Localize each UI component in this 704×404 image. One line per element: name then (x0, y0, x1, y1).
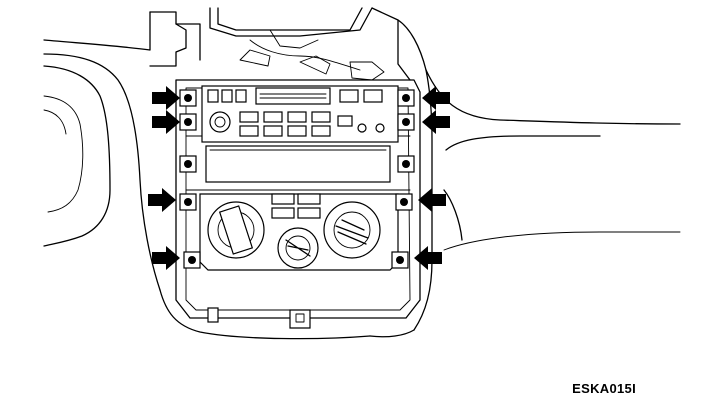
bottom-clips (207, 307, 311, 329)
storage-pocket (205, 145, 391, 183)
radio-small-knob (375, 123, 385, 133)
hvac-button (297, 193, 321, 205)
mounting-screws (179, 89, 415, 269)
radio-button (363, 89, 383, 103)
pointer-arrow-icon (418, 188, 446, 212)
radio-button (287, 111, 307, 123)
radio-preset-button (235, 89, 247, 103)
dashboard-panel-top (149, 7, 427, 81)
screw-icon (179, 89, 197, 107)
hvac-button (271, 207, 295, 219)
hvac-knob-icon (207, 201, 265, 259)
radio-preset-button (221, 89, 233, 103)
radio-button (239, 125, 259, 137)
radio-button (311, 125, 331, 137)
radio-preset-button (207, 89, 219, 103)
screw-icon (397, 89, 415, 107)
clip (289, 309, 311, 329)
radio-button (287, 125, 307, 137)
screw-icon (179, 155, 197, 173)
radio-button (263, 125, 283, 137)
pointer-arrow-icon (148, 188, 176, 212)
dashboard-panel-right (369, 69, 681, 338)
radio-display (255, 87, 331, 105)
hvac-knob-icon (323, 201, 381, 259)
pointer-arrow-icon (152, 246, 180, 270)
radio-button (263, 111, 283, 123)
hvac-control-panel (199, 193, 399, 271)
screw-icon (395, 193, 413, 211)
radio-button (239, 111, 259, 123)
clip (207, 307, 219, 323)
screw-icon (179, 113, 197, 131)
hvac-button (297, 207, 321, 219)
pointer-arrows-left (148, 86, 180, 270)
screw-icon (183, 251, 201, 269)
radio-button (311, 111, 331, 123)
screw-icon (179, 193, 197, 211)
hvac-knob-icon (277, 227, 319, 269)
pointer-arrow-icon (152, 110, 180, 134)
radio-head-unit (201, 85, 399, 143)
figure-code: ESKA015I (572, 381, 636, 396)
screw-icon (397, 155, 415, 173)
volume-knob-icon (209, 111, 231, 133)
radio-button (337, 115, 353, 127)
pointer-arrow-icon (422, 86, 450, 110)
screw-icon (391, 251, 409, 269)
pointer-arrow-icon (152, 86, 180, 110)
dashboard-panel-left (43, 11, 371, 340)
pointer-arrows-right (414, 86, 450, 270)
screw-icon (397, 113, 415, 131)
pointer-arrow-icon (422, 110, 450, 134)
hvac-button (271, 193, 295, 205)
pointer-arrow-icon (414, 246, 442, 270)
radio-small-knob (357, 123, 367, 133)
radio-button (339, 89, 359, 103)
